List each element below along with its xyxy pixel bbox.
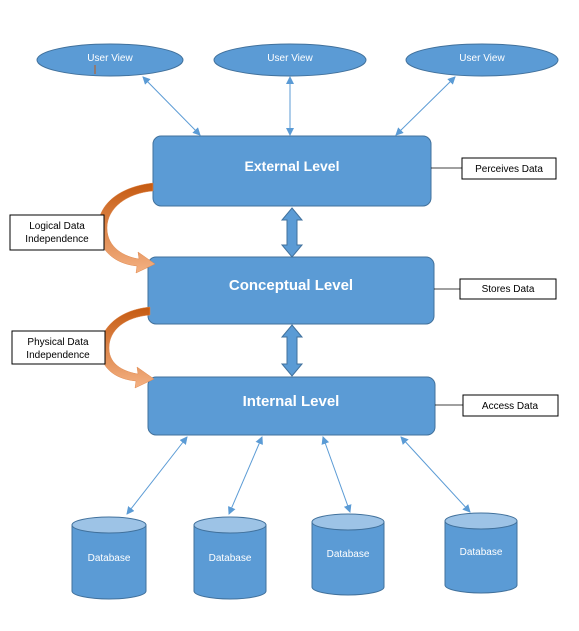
user-view-label: User View [87,53,133,64]
database-4: Database [444,512,518,594]
database-label: Database [460,547,503,558]
connector-arrow [142,76,201,136]
database-label: Database [88,553,131,564]
perceives-data-note: Perceives Data [431,157,557,180]
internal-level-label: Internal Level [243,393,340,410]
database-2: Database [193,516,267,600]
connector-arrow [321,436,352,513]
physical-independence-line-1: Physical Data [27,337,89,348]
physical-independence-curved-arrow [99,306,155,389]
perceives-data-label: Perceives Data [475,164,543,175]
connector-arrow [126,436,188,515]
external-level-label: External Level [245,158,340,174]
logical-data-independence-note: Logical Data Independence [9,214,105,251]
external-level: External Level [152,135,432,207]
connector-arrow [400,436,471,513]
user-view-label: User View [459,53,505,64]
physical-data-independence-note: Physical Data Independence [11,330,106,365]
conceptual-level: Conceptual Level [147,256,435,325]
user-view-3: User View [405,43,559,77]
physical-independence-line-2: Independence [26,350,90,361]
user-view-1: User View [36,43,184,77]
database-label: Database [327,549,370,560]
double-arrow-conceptual-internal [280,324,304,377]
internal-level: Internal Level [147,376,436,436]
database-1: Database [71,516,147,600]
logical-independence-line-1: Logical Data [29,221,85,232]
user-view-2: User View [213,43,367,77]
access-data-label: Access Data [482,401,539,412]
connector-arrow [395,76,456,136]
connector-arrow [228,436,263,515]
logical-independence-curved-arrow [97,182,156,274]
stores-data-note: Stores Data [434,278,557,300]
access-data-note: Access Data [435,394,559,417]
database-label: Database [209,553,252,564]
database-3: Database [311,513,385,596]
conceptual-level-label: Conceptual Level [229,277,353,294]
stores-data-label: Stores Data [482,284,535,295]
user-view-label: User View [267,53,313,64]
logical-independence-line-2: Independence [25,234,89,245]
double-arrow-external-conceptual [280,207,304,258]
